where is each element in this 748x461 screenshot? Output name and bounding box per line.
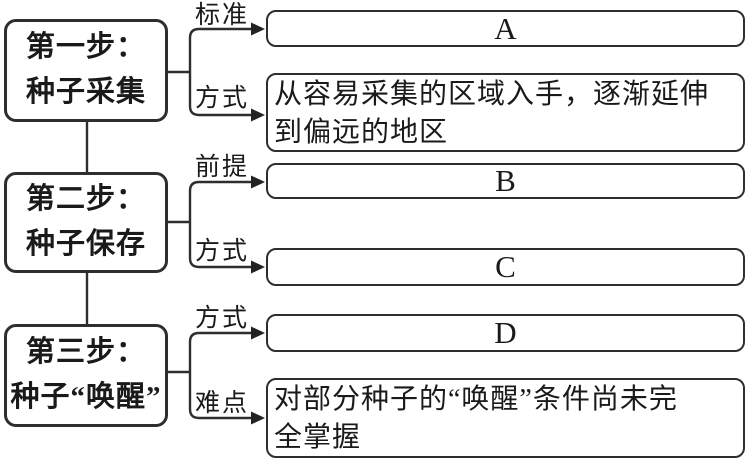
method1-text-box: 从容易采集的区域入手，逐渐延伸 到偏远的地区 [266,73,745,152]
branch-label-premise: 前提 [195,154,250,181]
option-a-label: A [494,10,517,46]
arrow-to-box-a [251,22,265,36]
step2-branch-bracket [188,180,256,269]
step1-line2: 种子采集 [25,76,146,108]
option-box-c: C [266,248,745,286]
step3-line1: 第三步： [25,336,146,369]
step1-branch-bracket [188,27,256,117]
option-d-label: D [494,315,517,350]
branch-label-difficulty: 难点 [195,390,250,417]
step3-box: 第三步： 种子“唤醒” [4,324,168,427]
difficulty-text-box: 对部分种子的“唤醒”条件尚未完 全掌握 [266,378,745,458]
option-box-d: D [266,314,745,352]
method1-text-line2: 到偏远的地区 [274,117,449,148]
difficulty-text-line2: 全掌握 [274,422,362,453]
option-b-label: B [495,163,516,198]
branch-label-standard: 标准 [195,2,250,29]
step1-box: 第一步： 种子采集 [4,19,168,122]
arrow-to-difficulty-box [251,411,265,425]
branch-label-method-2: 方式 [195,238,250,265]
arrow-to-box-c [251,260,265,274]
branch-label-method-3: 方式 [195,305,250,332]
method1-text-line1: 从容易采集的区域入手，逐渐延伸 [274,79,710,110]
step1-line1: 第一步： [25,31,146,64]
step3-line2: 种子“唤醒” [10,381,162,413]
arrow-to-method1-box [251,108,265,122]
option-box-a: A [266,10,745,47]
difficulty-text-line1: 对部分种子的“唤醒”条件尚未完 [274,384,678,415]
step2-box: 第二步： 种子保存 [4,172,168,273]
step3-branch-bracket [188,331,256,420]
branch-label-method-1: 方式 [195,85,250,112]
option-box-b: B [266,163,745,199]
arrow-to-box-b [251,175,265,189]
step2-line2: 种子保存 [25,228,146,260]
arrow-to-box-d [251,326,265,340]
step2-line1: 第二步： [25,183,146,216]
option-c-label: C [495,249,516,284]
